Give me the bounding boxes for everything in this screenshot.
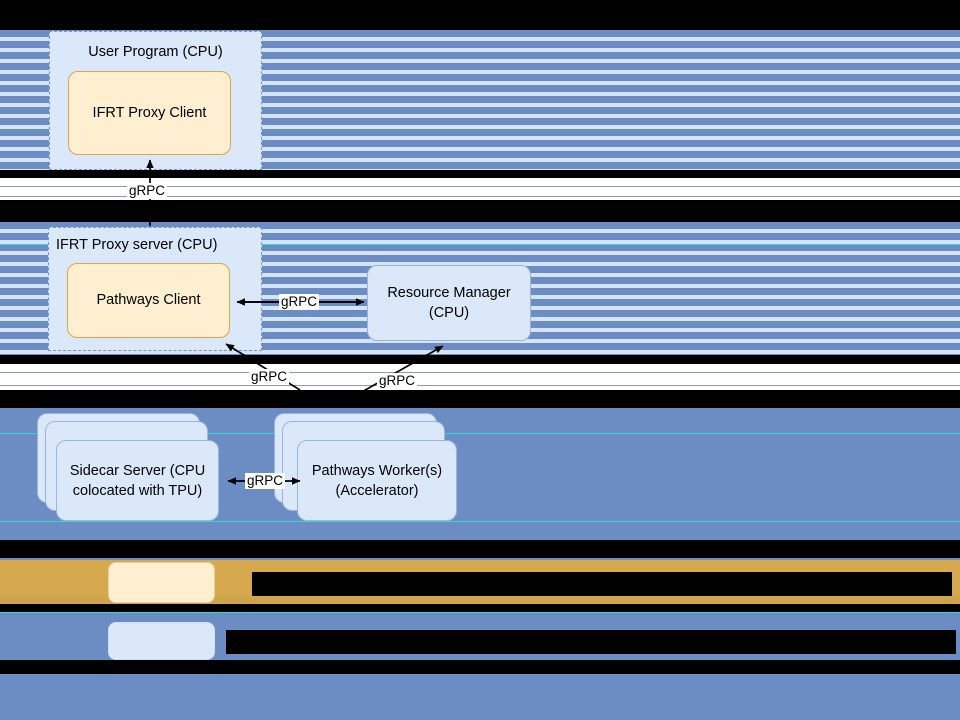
arrow-label-workers-to-resource-manager: gRPC bbox=[377, 373, 418, 389]
arrow-label-resource-manager-to-pathways-client: gRPC bbox=[279, 294, 320, 310]
arrow-label-sidecar-to-workers: gRPC bbox=[245, 473, 286, 489]
legend-label-yellow bbox=[252, 572, 952, 596]
node-sidecar-server-label-line1: Sidecar Server (CPU bbox=[69, 462, 206, 479]
node-resource-manager-label-line2: (CPU) bbox=[428, 305, 470, 321]
legend-swatch-blue bbox=[108, 622, 215, 660]
legend-label-blue bbox=[226, 630, 956, 654]
arrow-label-sidecar-to-pathways-client: gRPC bbox=[249, 369, 290, 385]
node-pathways-workers-label-line1: Pathways Worker(s) bbox=[311, 462, 443, 479]
node-ifrt-proxy-client[interactable]: IFRT Proxy Client bbox=[68, 71, 231, 155]
node-sidecar-server-label-line2: colocated with TPU) bbox=[72, 482, 203, 499]
node-resource-manager[interactable]: Resource Manager (CPU) bbox=[367, 265, 531, 341]
legend-swatch-yellow bbox=[108, 562, 215, 603]
node-resource-manager-label-line1: Resource Manager bbox=[387, 285, 511, 301]
node-pathways-client[interactable]: Pathways Client bbox=[67, 263, 230, 338]
arrow-workers-to-resource-manager bbox=[359, 345, 444, 394]
node-pathways-workers[interactable]: Pathways Worker(s) (Accelerator) bbox=[297, 440, 457, 521]
group-ifrt-proxy-server-title: IFRT Proxy server (CPU) bbox=[56, 237, 218, 253]
arrow-label-proxy-server-to-client: gRPC bbox=[127, 183, 168, 199]
node-ifrt-proxy-client-label: IFRT Proxy Client bbox=[92, 104, 207, 121]
node-sidecar-server[interactable]: Sidecar Server (CPU colocated with TPU) bbox=[56, 440, 219, 521]
node-pathways-workers-label-line2: (Accelerator) bbox=[335, 482, 419, 499]
node-pathways-client-label: Pathways Client bbox=[96, 292, 201, 308]
group-user-program-title: User Program (CPU) bbox=[88, 44, 223, 60]
